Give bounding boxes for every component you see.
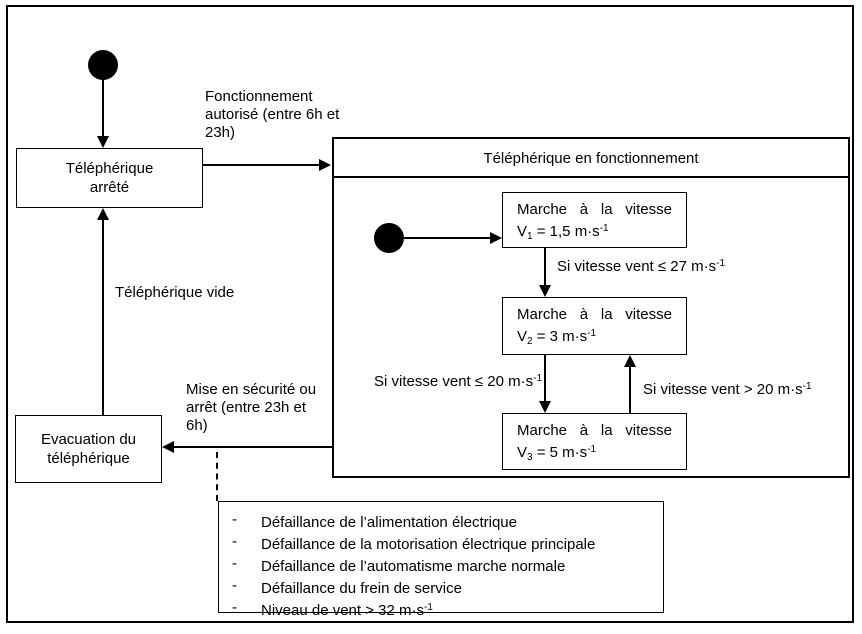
v3-value: = 5 m·s	[532, 444, 588, 461]
state-evacuation: Evacuation du téléphérique	[15, 415, 162, 483]
arrowhead-left-icon	[162, 441, 174, 453]
note-failure-conditions: - Défaillance de l’alimentation électriq…	[218, 501, 664, 619]
transition-line-arrete-to-fonctionnement	[203, 164, 321, 166]
transition-label-mise-en-securite: Mise en sécurité ou arrêt (entre 23h et …	[186, 381, 321, 435]
autorise-line2: autorisé (entre 6h et	[205, 106, 340, 123]
v3-label-line2: V3 = 5 m·s-1	[517, 440, 672, 467]
note-bullet: -	[232, 577, 237, 594]
v2-label-line2: V2 = 3 m·s-1	[517, 324, 672, 351]
note-item: - Niveau de vent > 32 m·s-1	[219, 598, 663, 620]
transition-line-inner-initial-to-v1	[404, 237, 492, 239]
note-item: - Défaillance de l’automatisme marche no…	[219, 554, 663, 576]
note-text-1: Défaillance de la motorisation électriqu…	[261, 536, 596, 553]
transition-label-v1-v2: Si vitesse vent ≤ 27 m·s-1	[557, 255, 725, 276]
state-telepherique-arrete: Téléphérique arrêté	[16, 148, 203, 208]
note-item-text: Défaillance de l’alimentation électrique	[261, 510, 517, 532]
v2-subscript: 2	[527, 336, 533, 347]
v2-label-line1: Marche à la vitesse	[517, 306, 672, 323]
v1-subscript: 1	[527, 231, 533, 242]
transition-label-telepherique-vide: Téléphérique vide	[115, 284, 235, 301]
v2-exponent: -1	[587, 328, 597, 339]
transition-label-fonctionnement-autorise: Fonctionnement autorisé (entre 6h et 23h…	[205, 88, 340, 142]
transition-label-v2-v3: Si vitesse vent ≤ 20 m·s-1	[374, 370, 542, 391]
v1-v2-text: Si vitesse vent ≤ 27 m·s	[557, 258, 717, 275]
v1-label-line2: V1 = 1,5 m·s-1	[517, 219, 672, 246]
state-marche-v3: Marche à la vitesse V3 = 5 m·s-1	[502, 413, 687, 470]
note-connector-dashed-line	[216, 452, 218, 501]
transition-line-v2-to-v3	[544, 355, 546, 402]
autorise-line3: 23h)	[205, 124, 236, 141]
v3-label-line1: Marche à la vitesse	[517, 422, 672, 439]
note-text-2: Défaillance de l’automatisme marche norm…	[261, 558, 566, 575]
v1-v2-exponent: -1	[716, 258, 726, 269]
v2-v3-exponent: -1	[533, 373, 543, 384]
v3-v2-text: Si vitesse vent > 20 m·s	[643, 381, 803, 398]
arrowhead-down-icon	[539, 285, 551, 297]
note-item-text: Défaillance de l’automatisme marche norm…	[261, 554, 565, 576]
note-bullet: -	[232, 555, 237, 572]
note-bullet: -	[232, 533, 237, 550]
v1-symbol: V	[517, 223, 528, 240]
initial-state-icon	[88, 50, 118, 80]
v3-symbol: V	[517, 444, 528, 461]
transition-line-fonctionnement-to-evacuation	[174, 446, 332, 448]
v1-value: = 1,5 m·s	[532, 223, 600, 240]
composite-state-title: Téléphérique en fonctionnement	[334, 139, 848, 178]
note-item-text: Défaillance de la motorisation électriqu…	[261, 532, 595, 554]
note-item: - Défaillance du frein de service	[219, 576, 663, 598]
evacuation-label-line2: téléphérique	[47, 450, 130, 467]
state-marche-v2: Marche à la vitesse V2 = 3 m·s-1	[502, 297, 687, 355]
transition-line-v3-to-v2	[629, 366, 631, 413]
transition-label-v3-v2: Si vitesse vent > 20 m·s-1	[643, 378, 812, 399]
v2-v3-text: Si vitesse vent ≤ 20 m·s	[374, 373, 534, 390]
note-item: - Défaillance de la motorisation électri…	[219, 532, 663, 554]
v2-value: = 3 m·s	[532, 328, 588, 345]
arrowhead-right-icon	[490, 232, 502, 244]
v3-exponent: -1	[587, 444, 597, 455]
mise-line3: 6h)	[186, 417, 208, 434]
transition-line-evacuation-to-arrete	[102, 220, 104, 415]
note-text-0: Défaillance de l’alimentation électrique	[261, 514, 517, 531]
v3-v2-exponent: -1	[802, 381, 812, 392]
evacuation-label-line1: Evacuation du	[40, 431, 137, 448]
state-arrete-label-line1: Téléphérique	[65, 160, 154, 177]
arrowhead-down-icon	[539, 401, 551, 413]
inner-initial-state-icon	[374, 223, 404, 253]
note-exp-4: -1	[424, 602, 433, 613]
note-item: - Défaillance de l’alimentation électriq…	[219, 510, 663, 532]
arrowhead-up-icon	[624, 355, 636, 367]
note-text-3: Défaillance du frein de service	[261, 580, 462, 597]
note-bullet: -	[232, 599, 237, 616]
note-bullet: -	[232, 511, 237, 528]
arrowhead-up-icon	[97, 208, 109, 220]
state-arrete-label-line2: arrêté	[89, 179, 130, 196]
v3-subscript: 3	[527, 452, 533, 463]
note-item-text: Niveau de vent > 32 m·s-1	[261, 598, 433, 620]
v2-symbol: V	[517, 328, 528, 345]
transition-line-initial-to-arrete	[102, 80, 104, 137]
autorise-line1: Fonctionnement	[205, 88, 313, 105]
arrowhead-down-icon	[97, 136, 109, 148]
state-marche-v1: Marche à la vitesse V1 = 1,5 m·s-1	[502, 192, 687, 248]
transition-line-v1-to-v2	[544, 248, 546, 286]
note-text-4: Niveau de vent > 32 m·s	[261, 602, 425, 619]
mise-line1: Mise en sécurité ou	[186, 381, 317, 398]
v1-label-line1: Marche à la vitesse	[517, 201, 672, 218]
arrowhead-right-icon	[319, 159, 331, 171]
note-item-text: Défaillance du frein de service	[261, 576, 462, 598]
v1-exponent: -1	[599, 223, 609, 234]
page-border	[6, 5, 854, 623]
mise-line2: arrêt (entre 23h et	[186, 399, 307, 416]
